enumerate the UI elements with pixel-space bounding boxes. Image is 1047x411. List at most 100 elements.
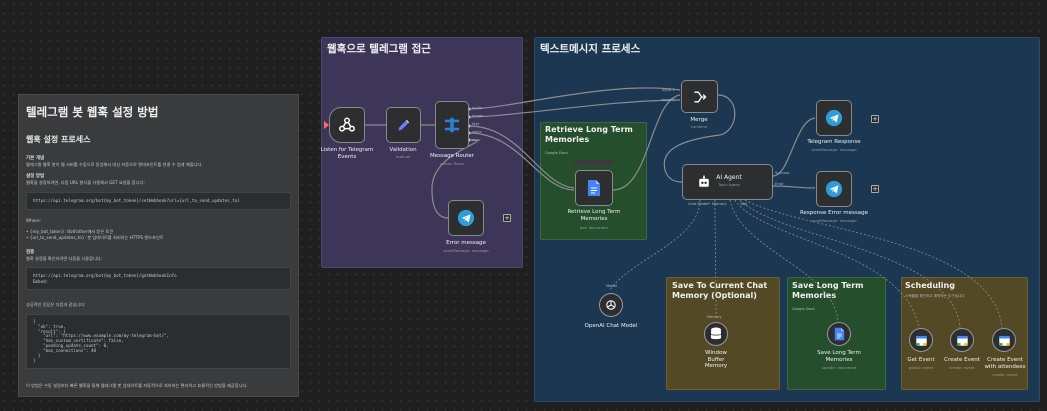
- node-createevent-label: Create Event: [944, 357, 980, 363]
- edge-agent-savelong: [729, 199, 839, 323]
- note-concept-title: 기본 개념: [26, 156, 45, 161]
- node-get-event[interactable]: [909, 328, 933, 352]
- node-retrieve-memories[interactable]: [575, 170, 613, 206]
- sticky-note[interactable]: 텔레그램 봇 웹훅 설정 방법 웹훅 설정 프로세스 기본 개념 텔레그램 웹훅…: [18, 94, 299, 397]
- edge-agent-resperror: [772, 185, 816, 189]
- node-validation[interactable]: [386, 107, 421, 143]
- node-agent-sub: Tools Agent: [718, 182, 740, 187]
- router-output-image: image: [472, 114, 484, 118]
- router-output-error: error: [472, 138, 481, 142]
- trigger-marker: [324, 121, 329, 129]
- node-response-error[interactable]: [816, 171, 852, 207]
- group-retrieve-sub: Google Docs: [545, 151, 568, 155]
- node-error-sub: sendMessage: message: [443, 248, 489, 253]
- edge-agent-createevent: [739, 199, 961, 329]
- node-create-event[interactable]: [950, 328, 974, 352]
- database-icon: [710, 327, 722, 340]
- edge-retrieve-merge: [612, 94, 681, 191]
- note-title: 텔레그램 봇 웹훅 설정 방법: [26, 105, 159, 119]
- note-code-setwebhook: https://api.telegram.org/bot{my_bot_toke…: [26, 191, 291, 210]
- agent-port-memory: Memory: [712, 202, 727, 206]
- note-code-response: { "ok": true, "result": { "url": "https:…: [26, 313, 291, 370]
- router-output-text: text: [472, 122, 480, 126]
- node-validation-label: Validation: [389, 147, 417, 153]
- node-message-router[interactable]: [435, 101, 469, 149]
- edge-agent-buffer: [714, 199, 717, 321]
- edge-agent-openai: [609, 199, 701, 291]
- note-section-title: 웹훅 설정 프로세스: [26, 135, 91, 144]
- telegram-icon: [825, 109, 843, 127]
- node-save-long[interactable]: [827, 322, 851, 346]
- telegram-icon: [825, 180, 843, 198]
- group-webhook-title: 웹훅으로 텔레그램 접근: [327, 43, 431, 55]
- group-save-long-sub: Google Docs: [792, 307, 815, 311]
- node-buffer-label: Window Buffer Memory: [704, 350, 728, 370]
- edge-agent-createeventatt: [744, 199, 1003, 329]
- agent-output-error: Error: [775, 182, 784, 186]
- calendar-icon: [956, 335, 968, 346]
- node-error-message[interactable]: [448, 200, 484, 236]
- router-output-voice: voice: [472, 130, 482, 134]
- edge-agent-tgresp: [772, 117, 816, 177]
- node-listen-label: Listen for Telegram Events: [320, 147, 374, 160]
- group-scheduling-sub: 스케줄을 확인하고 예약하는 도구입니다: [905, 294, 965, 298]
- router-output-audio: audio: [472, 106, 482, 110]
- openai-port: Model: [606, 284, 617, 288]
- node-tgresp-sub: sendMessage: message: [811, 147, 857, 152]
- calendar-icon: [915, 335, 927, 346]
- node-merge[interactable]: [681, 80, 718, 113]
- buffer-port: Memory: [707, 315, 722, 319]
- node-retrieve-label: Retrieve Long Term Memories: [567, 209, 621, 222]
- doc-icon: [834, 327, 844, 341]
- note-verify-title: 검증: [26, 249, 35, 255]
- node-savelong-label: Save Long Term Memories: [817, 350, 861, 363]
- note-bullet: • {url_to_send_updates_to}: 봇 업데이트를 처리하는…: [26, 235, 164, 241]
- node-router-sub: mode: Rules: [440, 161, 464, 166]
- node-createeventatt-sub: create: event: [992, 372, 1018, 377]
- note-setup-text: 웹훅을 설정하려면, 다음 URL 형식을 사용해서 GET 요청을 합니다:: [26, 180, 145, 186]
- edge-router-merge1: [468, 87, 681, 110]
- error-add-button[interactable]: +: [503, 214, 511, 222]
- pencil-icon: [397, 119, 409, 131]
- note-code-getinfo: https://api.telegram.org/bot{my_bot_toke…: [26, 267, 291, 291]
- agent-port-tool: Tool: [740, 202, 747, 206]
- node-ai-agent[interactable]: [682, 164, 773, 200]
- node-merge-label: Merge: [690, 117, 708, 123]
- node-listen-telegram[interactable]: [329, 107, 365, 143]
- merge-input-1: Input 1: [662, 88, 675, 92]
- merge-input-2: Input 2: [662, 98, 675, 102]
- router-icon: [444, 117, 460, 133]
- node-telegram-response[interactable]: [816, 100, 852, 136]
- merge-icon: [693, 91, 707, 102]
- group-scheduling-title: Scheduling: [905, 281, 955, 290]
- node-openai-chat[interactable]: [599, 293, 623, 317]
- node-agent-label: AI Agent: [716, 174, 742, 181]
- agent-port-chatmodel: Chat Model*: [688, 202, 711, 206]
- group-save-long-title: Save Long Term Memories: [792, 281, 864, 301]
- robot-icon: [698, 175, 709, 187]
- node-savelong-sub: update: document: [821, 365, 857, 370]
- edge-merge-agent: [663, 94, 736, 183]
- note-where: Where:: [26, 217, 41, 223]
- edge-router-error: [431, 139, 478, 219]
- node-retrieve-sub: get: document: [580, 225, 608, 230]
- node-getevent-sub: getAll: event: [908, 365, 934, 370]
- node-openai-label: OpenAI Chat Model: [584, 323, 638, 329]
- note-bullet: • {my_bot_token}: BotFather에서 받은 토큰: [26, 229, 114, 235]
- node-tgresp-label: Telegram Response: [807, 139, 861, 145]
- node-create-event-attendees[interactable]: [992, 328, 1016, 352]
- edge-router-retrieve1: [468, 125, 575, 189]
- note-bullet-list: • {my_bot_token}: BotFather에서 받은 토큰 • {u…: [26, 229, 293, 242]
- webhook-icon: [339, 117, 355, 132]
- node-createeventatt-label: Create Event with attendees: [984, 357, 1026, 370]
- group-text-process-title: 텍스트메시지 프로세스: [540, 43, 641, 55]
- group-webhook[interactable]: [321, 37, 523, 268]
- node-router-label: Message Router: [429, 153, 475, 159]
- node-window-buffer[interactable]: [704, 322, 728, 346]
- tgresp-add-button[interactable]: +: [871, 115, 879, 123]
- openai-icon: [606, 300, 616, 310]
- note-footer: 이 방법은 수동 설정보다 빠른 웹훅을 통해 텔레그램 봇 업데이트를 자동적…: [26, 383, 248, 389]
- resperror-add-button[interactable]: +: [871, 185, 879, 193]
- node-merge-sub: combine: [690, 124, 708, 129]
